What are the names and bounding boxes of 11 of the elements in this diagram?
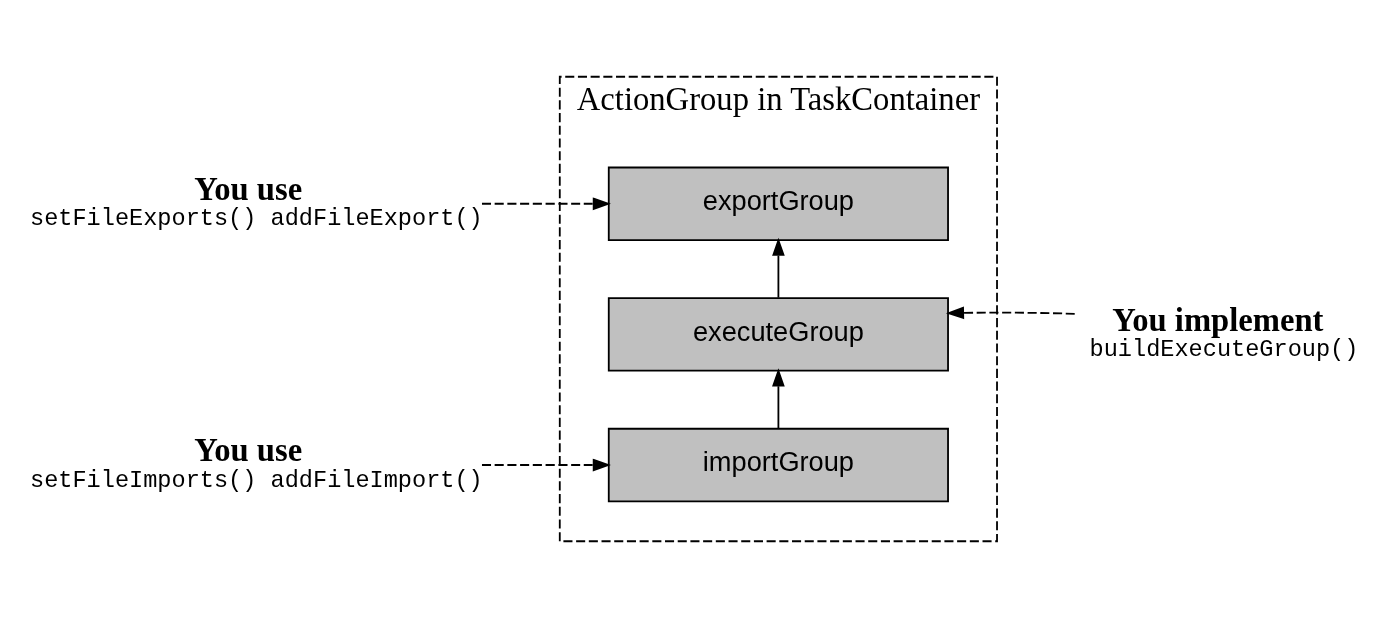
node-box: executeGroup [607, 297, 949, 372]
node-text: You implement buildExecuteGroup() [1089, 301, 1359, 363]
arrow [945, 306, 1076, 320]
node-box: importGroup [607, 427, 949, 503]
node-text: You use setFileExports() addFileExport() [30, 170, 483, 233]
arrow [772, 237, 785, 299]
arrow [481, 197, 611, 211]
node-text: You use setFileImports() addFileImport() [30, 432, 483, 494]
node-box: exportGroup [607, 166, 949, 241]
arrow [481, 458, 611, 472]
arrow [772, 368, 785, 430]
